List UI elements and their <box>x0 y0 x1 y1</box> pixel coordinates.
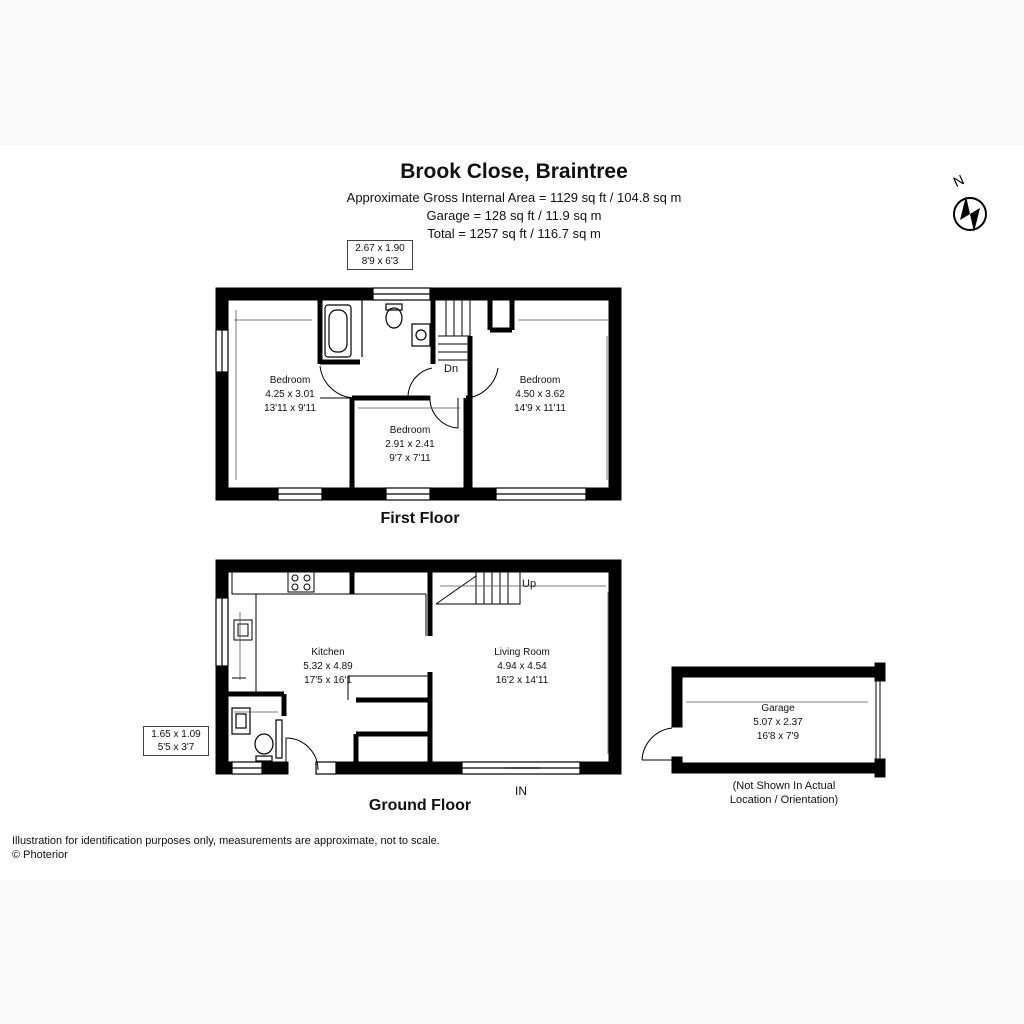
first-floor-windows <box>215 287 587 501</box>
bedroom-right-metric: 4.50 x 3.62 <box>515 389 565 400</box>
garage-note-line1: (Not Shown In Actual <box>732 780 836 792</box>
bedroom-middle-metric: 2.91 x 2.41 <box>385 439 435 450</box>
ground-floor-title: Ground Floor <box>368 797 472 814</box>
first-floor-stairs-label: Dn <box>444 363 459 375</box>
wc-dims-metric: 1.65 x 1.09 <box>151 729 201 740</box>
bedroom-middle-label: Bedroom 2.91 x 2.41 9'7 x 7'11 <box>385 424 434 466</box>
bedroom-right-name: Bedroom <box>519 375 561 386</box>
entrance-label: IN <box>515 784 527 798</box>
copyright-text: © Photerior <box>12 849 68 861</box>
bedroom-left-imperial: 13'11 x 9'11 <box>264 403 316 414</box>
first-floor-dim-lines <box>234 310 608 480</box>
garage-name: Garage <box>761 703 795 714</box>
living-room-name: Living Room <box>494 647 550 658</box>
garage-area-line: Garage = 128 sq ft / 11.9 sq m <box>426 208 602 223</box>
kitchen-label: Kitchen 5.32 x 4.89 17'5 x 16'1 <box>303 646 352 688</box>
garage-walls <box>671 662 886 778</box>
first-floor-stairs <box>438 299 471 361</box>
garage-imperial: 16'8 x 7'9 <box>756 731 800 742</box>
garage-label: Garage 5.07 x 2.37 16'8 x 7'9 <box>753 702 802 744</box>
ground-floor-dim-lines <box>234 585 609 754</box>
ground-floor-windows <box>215 597 581 775</box>
living-room-metric: 4.94 x 4.54 <box>497 661 547 672</box>
bedroom-right-imperial: 14'9 x 11'11 <box>514 403 566 414</box>
bedroom-right-label: Bedroom 4.50 x 3.62 14'9 x 11'11 <box>514 374 566 416</box>
first-floor-interior-walls <box>317 300 515 488</box>
page-title: Brook Close, Braintree <box>400 160 628 183</box>
gross-area-line: Approximate Gross Internal Area = 1129 s… <box>346 190 682 205</box>
ground-floor-stairs-label: Up <box>522 578 537 590</box>
first-floor-fixtures <box>324 300 431 358</box>
wc-dims-imperial: 5'5 x 3'7 <box>157 742 195 753</box>
first-floor-walls <box>215 287 622 501</box>
disclaimer-text: Illustration for identification purposes… <box>12 835 440 847</box>
kitchen-imperial: 17'5 x 16'1 <box>304 675 352 686</box>
north-arrow-icon: N <box>946 170 994 240</box>
bedroom-left-label: Bedroom 4.25 x 3.01 13'11 x 9'11 <box>264 374 316 416</box>
bathroom-dims-imperial: 8'9 x 6'3 <box>361 256 399 267</box>
ground-floor-interior-walls <box>228 572 433 762</box>
ground-floor-stairs <box>435 572 521 605</box>
first-floor-door-swings <box>319 365 499 429</box>
kitchen-worktop <box>231 571 430 700</box>
garage-location-note: (Not Shown In Actual Location / Orientat… <box>730 779 838 807</box>
bedroom-left-metric: 4.25 x 3.01 <box>265 389 315 400</box>
ground-floor-wc <box>231 707 283 762</box>
bathroom-dims-metric: 2.67 x 1.90 <box>355 243 405 254</box>
wc-dimension-box: 1.65 x 1.09 5'5 x 3'7 <box>143 726 209 756</box>
total-area-line: Total = 1257 sq ft / 116.7 sq m <box>427 226 601 241</box>
bottom-band <box>0 880 1024 1024</box>
ground-floor-walls <box>215 559 622 775</box>
bedroom-left-name: Bedroom <box>269 375 311 386</box>
garage-metric: 5.07 x 2.37 <box>753 717 803 728</box>
kitchen-metric: 5.32 x 4.89 <box>303 661 353 672</box>
garage-note-line2: Location / Orientation) <box>729 794 839 806</box>
ground-floor-door-swings <box>232 677 319 771</box>
bathroom-dimension-box: 2.67 x 1.90 8'9 x 6'3 <box>347 240 413 270</box>
first-floor-title: First Floor <box>380 510 460 527</box>
top-band <box>0 0 1024 145</box>
bedroom-middle-name: Bedroom <box>389 425 431 436</box>
living-room-label: Living Room 4.94 x 4.54 16'2 x 14'11 <box>494 646 550 688</box>
bedroom-middle-imperial: 9'7 x 7'11 <box>389 453 431 464</box>
living-room-imperial: 16'2 x 14'11 <box>495 675 549 686</box>
kitchen-name: Kitchen <box>311 647 345 658</box>
garage-door <box>641 676 881 764</box>
